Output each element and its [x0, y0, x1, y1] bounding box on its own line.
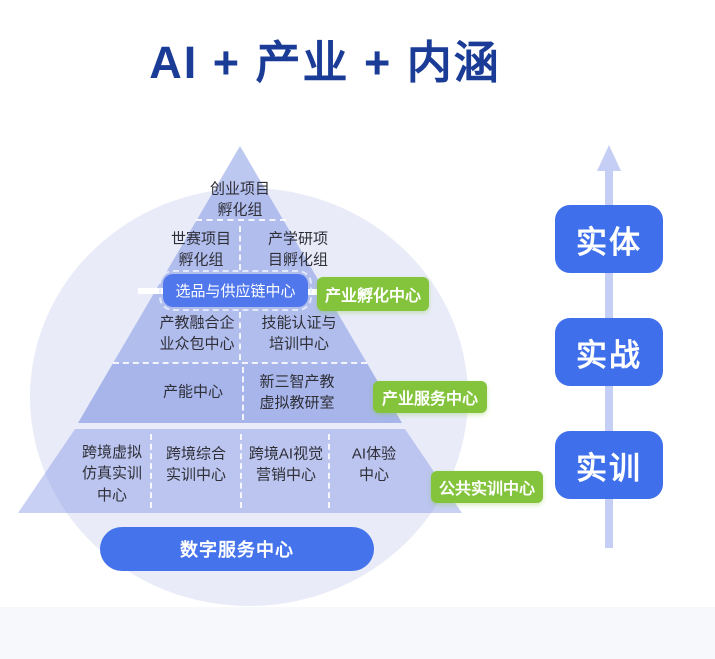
dashed-divider-vertical-level5-1: [150, 434, 152, 508]
level5-cell-2: 跨境综合 实训中心: [165, 445, 226, 484]
level4-right-cell: 新三智产教 虚拟教研室: [259, 373, 335, 412]
dashed-divider-vertical-level2: [239, 226, 241, 270]
supply-chain-center-pill: 选品与供应链中心: [159, 270, 312, 311]
level3-right-cell: 技能认证与 培训中心: [261, 314, 337, 353]
dashed-divider-vertical-level4: [242, 367, 244, 420]
stage-box-combat: 实战: [555, 318, 663, 386]
dashed-divider-vertical-level5-2: [240, 434, 242, 508]
level5-cell-1: 跨境虚拟 仿真实训 中心: [81, 444, 142, 504]
industry-service-center-label: 产业服务中心: [373, 381, 487, 413]
level3-left-cell: 产教融合企 业众包中心: [159, 314, 235, 353]
level4-left-cell: 产能中心: [162, 383, 223, 401]
diagram-title: AI + 产业 + 内涵: [149, 37, 501, 88]
digital-service-center-pill: 数字服务中心: [100, 527, 374, 571]
pill-connector-left: [138, 288, 164, 294]
apex-label: 创业项目 孵化组: [209, 180, 270, 219]
industry-incubation-center-label: 产业孵化中心: [317, 277, 429, 311]
level5-cell-4: AI体验 中心: [351, 445, 397, 484]
stage-box-entity: 实体: [555, 205, 663, 273]
public-training-center-label: 公共实训中心: [431, 471, 543, 503]
dashed-divider-vertical-level3: [239, 312, 241, 360]
dashed-divider-horizontal-2: [113, 362, 367, 364]
level2-right-cell: 产学研项 目孵化组: [267, 230, 328, 269]
footer-band: [0, 607, 715, 659]
dashed-divider-vertical-level5-3: [328, 434, 330, 508]
level5-cell-3: 跨境AI视觉 营销中心: [248, 445, 324, 484]
dashed-divider-horizontal-1: [196, 219, 286, 221]
arrow-up-icon: [597, 145, 621, 171]
level2-left-cell: 世赛项目 孵化组: [170, 230, 231, 269]
pill-connector-right: [308, 289, 318, 295]
stage-box-training: 实训: [555, 431, 663, 499]
